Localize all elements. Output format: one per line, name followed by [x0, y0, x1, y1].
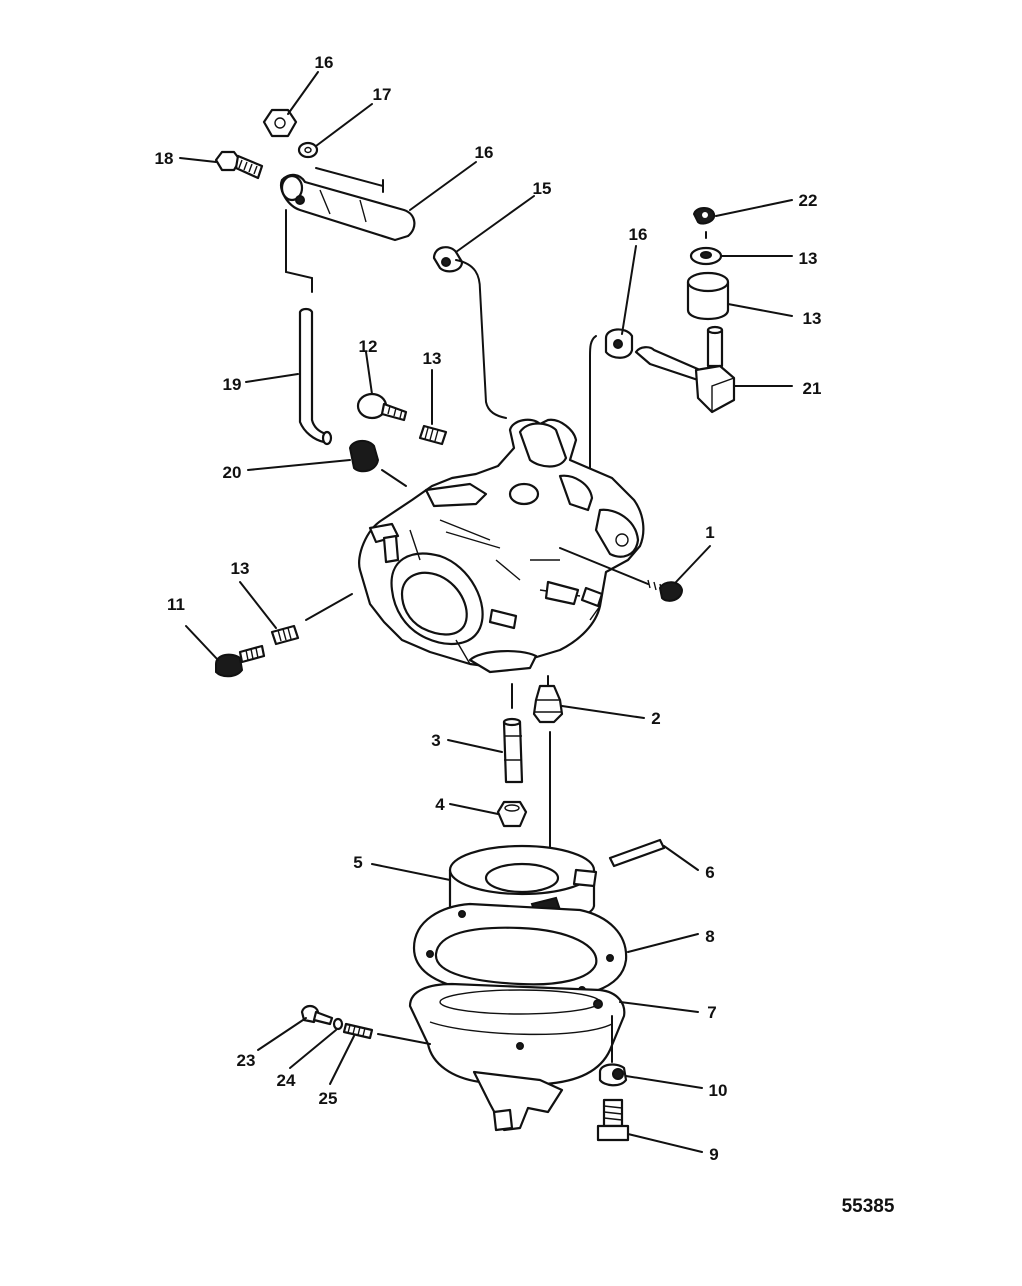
callout-11: 11	[167, 595, 185, 614]
reference-number: 55385	[842, 1196, 895, 1217]
nut-18	[262, 108, 298, 138]
bolt-20	[214, 150, 264, 180]
callout-16-left: 15	[533, 179, 552, 198]
washer-19	[297, 141, 319, 159]
drain-screw-25	[300, 1004, 334, 1026]
callout-22: 20	[223, 463, 242, 482]
leader-lines	[179, 71, 793, 1153]
spring-13-upper	[418, 424, 448, 446]
callout-24: 22	[799, 191, 818, 210]
washer-10	[598, 1063, 628, 1087]
callout-19: 17	[373, 85, 392, 104]
callout-3: 3	[431, 731, 440, 750]
callout-25: 23	[237, 1051, 256, 1070]
callout-13-lower: 13	[231, 559, 250, 578]
callout-15: 13	[799, 249, 818, 268]
o-ring-26	[332, 1017, 344, 1031]
callout-10: 10	[709, 1081, 728, 1100]
callout-23: 21	[803, 379, 822, 398]
bolt-9	[596, 1098, 630, 1142]
washer-15	[689, 246, 723, 266]
callout-21: 19	[223, 375, 242, 394]
carburetor-body	[358, 418, 645, 674]
callout-9: 9	[709, 1145, 718, 1164]
callout-8: 8	[705, 927, 714, 946]
guide-line-27	[377, 1033, 431, 1045]
needle-valve-2	[532, 675, 564, 724]
callout-labels: 16 17 18 16 15 16 22 13 13 21 19 12 13 2…	[155, 53, 822, 1164]
callout-18: 16	[315, 53, 334, 72]
gasket-8	[412, 902, 628, 998]
callout-13-upper: 13	[423, 349, 442, 368]
callout-5: 5	[353, 853, 362, 872]
guide-line-21	[285, 209, 313, 293]
spring-13-lower	[270, 624, 300, 646]
clip-16-right	[604, 328, 634, 359]
callout-6: 6	[705, 863, 714, 882]
bushing-14	[686, 271, 730, 321]
knob-22	[348, 440, 407, 487]
callout-14: 13	[803, 309, 822, 328]
screw-1	[559, 547, 684, 602]
link-arm-17	[280, 167, 416, 242]
screw-12	[356, 392, 408, 422]
rod-21	[298, 307, 333, 446]
link-rod-16-left	[455, 259, 507, 419]
callout-26: 24	[277, 1071, 296, 1090]
spring-27	[342, 1022, 374, 1040]
callout-27: 25	[319, 1089, 338, 1108]
callout-4: 4	[435, 795, 445, 814]
callout-12: 12	[359, 337, 378, 356]
pin-6	[608, 838, 666, 868]
callout-16-right: 16	[629, 225, 648, 244]
callout-7: 7	[707, 1003, 716, 1022]
callout-17: 16	[475, 143, 494, 162]
clip-24	[692, 207, 716, 225]
screw-11	[215, 644, 266, 678]
callout-20: 18	[155, 149, 174, 168]
jet-3	[502, 717, 524, 784]
float-bowl-7	[408, 982, 626, 1132]
clip-16-left	[432, 246, 464, 273]
callout-1: 1	[705, 523, 714, 542]
lever-23	[634, 325, 736, 414]
nut-4	[496, 800, 528, 828]
callout-2: 2	[651, 709, 660, 728]
